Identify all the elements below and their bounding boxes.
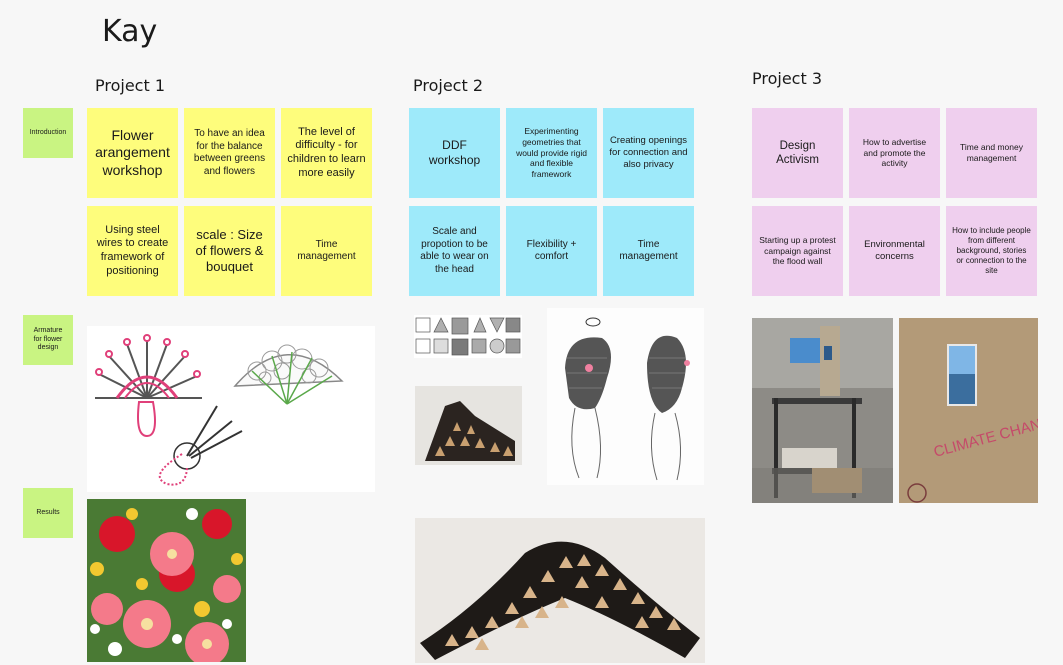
protest-cart-photo[interactable] <box>752 318 893 503</box>
armature-sketch-image[interactable] <box>87 326 375 492</box>
row-label-introduction[interactable]: Introduction <box>23 108 73 158</box>
p3-note-1[interactable]: Design Activism <box>752 108 843 198</box>
ddf-result-photo[interactable] <box>415 518 705 663</box>
p1-note-5[interactable]: scale : Size of flowers & bouquet <box>184 206 275 296</box>
p1-note-6[interactable]: Time management <box>281 206 372 296</box>
geometry-patterns-image[interactable] <box>414 315 522 358</box>
p2-note-4[interactable]: Scale and propotion to be able to wear o… <box>409 206 500 296</box>
p3-note-6[interactable]: How to include people from different bac… <box>946 206 1037 296</box>
p1-note-2[interactable]: To have an idea for the balance between … <box>184 108 275 198</box>
p2-note-5[interactable]: Flexibility + comfort <box>506 206 597 296</box>
ddf-model-photo[interactable] <box>415 386 522 465</box>
flower-bouquet-photo[interactable] <box>87 499 246 662</box>
p1-note-1[interactable]: Flower arangement workshop <box>87 108 178 198</box>
p2-note-2[interactable]: Experimenting geometries that would prov… <box>506 108 597 198</box>
p1-note-4[interactable]: Using steel wires to create framework of… <box>87 206 178 296</box>
project-2-title: Project 2 <box>413 76 484 95</box>
board-title: Kay <box>102 14 158 49</box>
p2-note-6[interactable]: Time management <box>603 206 694 296</box>
p3-note-3[interactable]: Time and money management <box>946 108 1037 198</box>
row-label-armature[interactable]: Armature for flower design <box>23 315 73 365</box>
project-1-title: Project 1 <box>95 76 166 95</box>
p3-note-2[interactable]: How to advertise and promote the activit… <box>849 108 940 198</box>
climate-change-wall-photo[interactable]: CLIMATE CHANGE <box>899 318 1038 503</box>
row-label-results[interactable]: Results <box>23 488 73 538</box>
p3-note-5[interactable]: Environmental concerns <box>849 206 940 296</box>
p3-note-4[interactable]: Starting up a protest campaign against t… <box>752 206 843 296</box>
project-3-title: Project 3 <box>752 69 823 88</box>
p2-note-3[interactable]: Creating openings for connection and als… <box>603 108 694 198</box>
p2-note-1[interactable]: DDF workshop <box>409 108 500 198</box>
p1-note-3[interactable]: The level of difficulty - for children t… <box>281 108 372 198</box>
headwear-sketch-image[interactable] <box>547 308 704 485</box>
